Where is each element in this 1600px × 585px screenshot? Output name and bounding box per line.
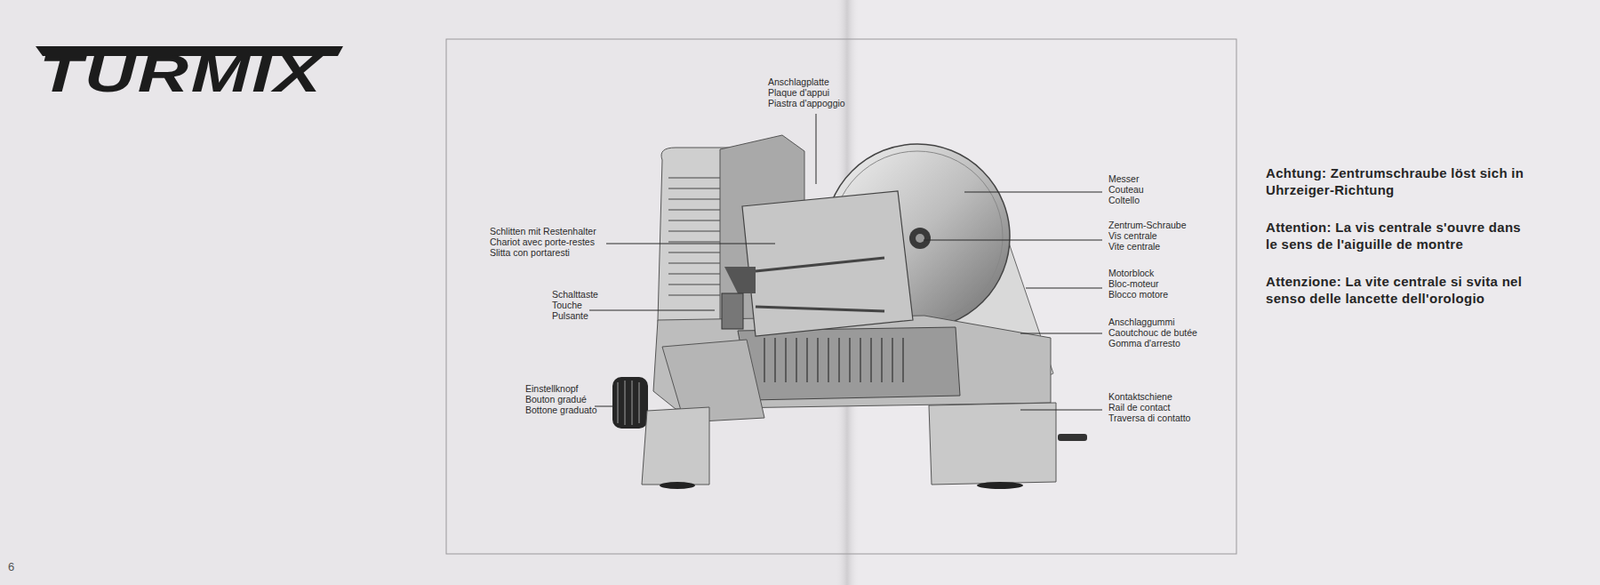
part-label: Messer <box>1108 173 1139 184</box>
part-label: Caoutchouc de butée <box>1108 327 1198 338</box>
part-label: Touche <box>552 299 583 311</box>
part-label: Rail de contact <box>1108 401 1170 413</box>
part-label: Einstellknopf <box>525 383 579 394</box>
part-label: Gomma d'arresto <box>1108 337 1181 349</box>
page-number: 6 <box>8 560 15 574</box>
part-label: Traversa di contatto <box>1108 412 1191 424</box>
part-label: Coltello <box>1108 194 1140 206</box>
warning-note: Attenzione: La vite centrale si svita ne… <box>1265 272 1533 307</box>
part-label: Schalttaste <box>552 288 599 300</box>
part-label: Couteau <box>1108 184 1144 195</box>
part-label: Chariot avec porte-restes <box>489 236 595 248</box>
part-label: Anschlaggummi <box>1108 316 1176 328</box>
part-label: Slitta con portaresti <box>489 247 570 258</box>
part-label: Vite centrale <box>1108 240 1160 252</box>
brand-logo: TURMIX <box>39 46 323 102</box>
part-label: Vis centrale <box>1108 230 1158 241</box>
part-label: Kontaktschiene <box>1108 391 1173 402</box>
part-label: Blocco motore <box>1108 288 1168 300</box>
part-label: Piastra d'appoggio <box>768 97 846 109</box>
part-label: Plaque d'appui <box>768 87 830 98</box>
warning-note: Attention: La vis centrale s'ouvre dans … <box>1265 218 1533 253</box>
part-label: Anschlagplatte <box>768 76 830 88</box>
part-label: Pulsante <box>552 310 589 321</box>
part-label: Motorblock <box>1108 267 1154 279</box>
part-label: Bottone graduato <box>525 404 598 416</box>
part-label: Zentrum-Schraube <box>1108 219 1187 231</box>
part-label: Schlitten mit Restenhalter <box>489 225 597 237</box>
warning-note: Achtung: Zentrumschraube löst sich in Uh… <box>1265 164 1533 199</box>
part-label: Bouton gradué <box>525 393 587 405</box>
part-label: Bloc-moteur <box>1108 278 1160 289</box>
